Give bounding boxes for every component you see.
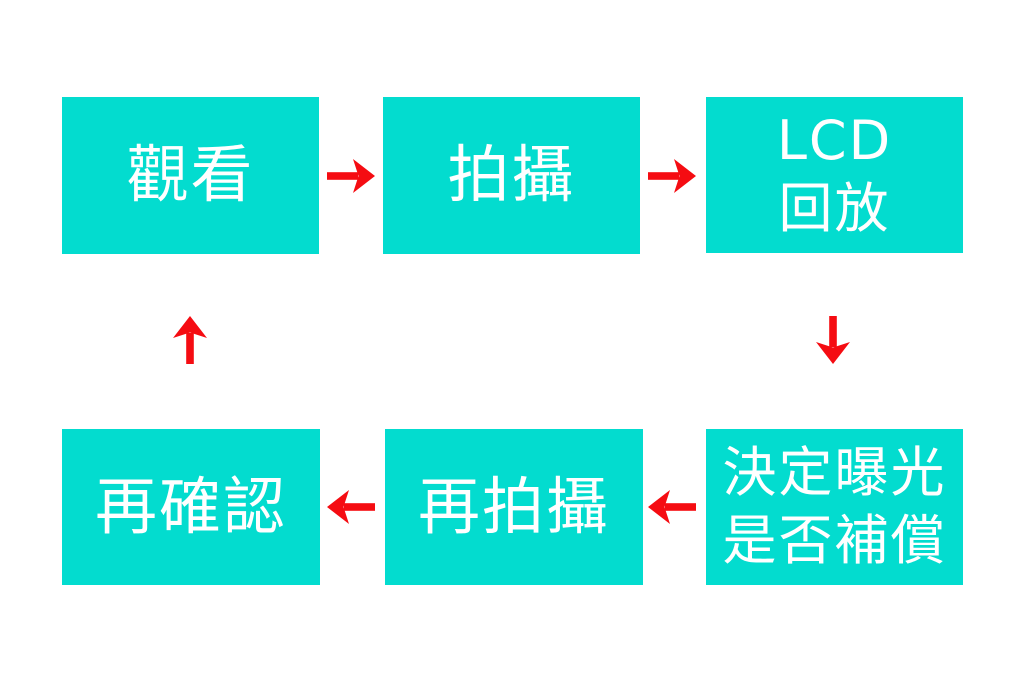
arrow-up-icon: [173, 316, 207, 364]
arrow-right-icon: [327, 159, 375, 193]
flow-box-reconfirm-label: 再確認: [94, 469, 287, 543]
arrow-left-icon: [327, 490, 375, 524]
flow-box-reconfirm: 再確認: [62, 429, 320, 585]
flow-box-decide-exposure-line2: 是否補償: [722, 509, 947, 572]
flow-box-lcd-playback-line1: LCD: [776, 108, 893, 172]
flow-box-watch-label: 觀看: [126, 138, 255, 212]
flow-box-reshoot: 再拍攝: [385, 429, 643, 585]
flow-box-shoot: 拍攝: [383, 97, 640, 254]
flow-box-lcd-playback: LCD 回放: [706, 97, 963, 253]
arrow-down-icon: [816, 316, 850, 364]
flow-box-watch: 觀看: [62, 97, 319, 254]
flow-box-lcd-playback-line2: 回放: [778, 177, 891, 240]
arrow-left-icon: [648, 490, 696, 524]
arrow-right-icon: [648, 159, 696, 193]
flow-box-reshoot-label: 再拍攝: [417, 469, 610, 543]
flow-box-decide-exposure: 決定曝光 是否補償: [706, 429, 963, 585]
flow-box-shoot-label: 拍攝: [447, 138, 576, 212]
flow-box-decide-exposure-line1: 決定曝光: [722, 440, 947, 504]
